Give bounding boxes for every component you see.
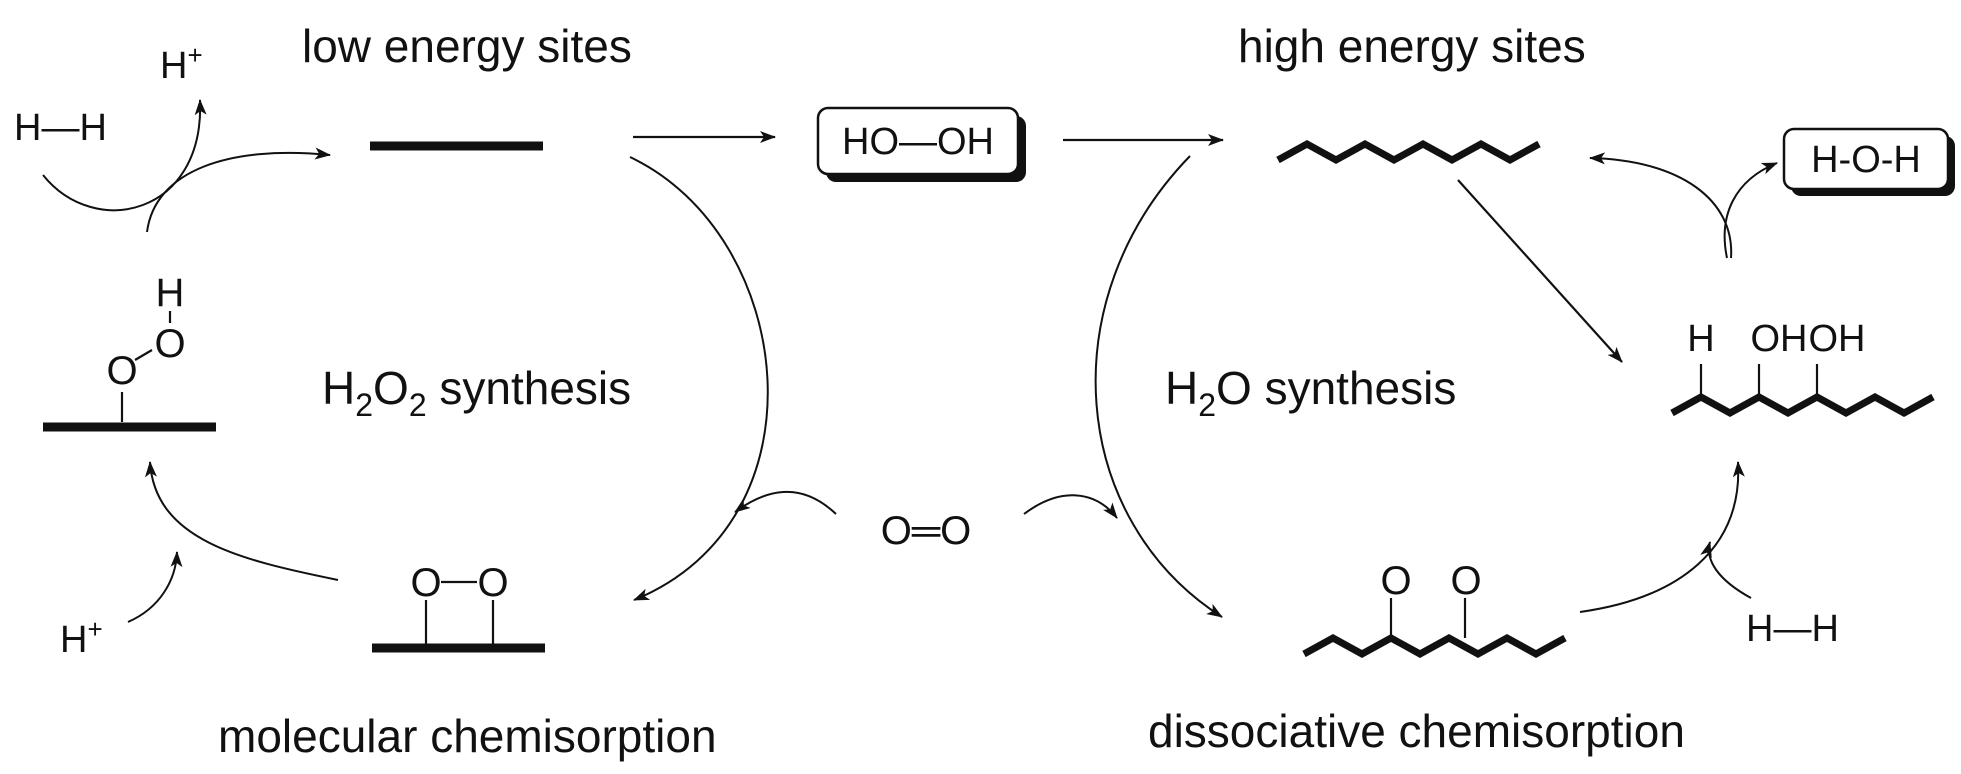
dissociative-to-hydroxyl-arc xyxy=(1579,461,1745,613)
water-release-arrow xyxy=(1723,162,1778,259)
adsorbed-o1: O xyxy=(410,561,441,605)
water-molecule: H-O-H xyxy=(1811,139,1921,181)
dissociative-chemisorption-label: dissociative chemisorption xyxy=(1148,705,1685,757)
hooh-box xyxy=(816,106,1020,176)
dissociated-o2: O xyxy=(1450,559,1481,603)
ooh-oo-bond xyxy=(134,349,153,361)
h2-right-arrow xyxy=(1700,541,1752,599)
o2-to-molecular-arrow xyxy=(734,491,837,515)
ooh-oh-o: O xyxy=(154,322,185,366)
h2o2-cycle-arc xyxy=(629,156,769,601)
hydroxylated-surface xyxy=(1670,393,1935,417)
h2-split-arrow xyxy=(42,99,207,212)
surface-h: H xyxy=(1687,318,1714,360)
ooh-to-low-energy-arrow xyxy=(146,147,331,233)
hydrogen-peroxide: HO—OH xyxy=(842,121,994,163)
oxygen-molecule: O═O xyxy=(881,509,972,553)
adsorbed-o2: O xyxy=(477,561,508,605)
proton-top: H+ xyxy=(160,40,203,87)
hydroxyl-to-high-energy-arrow xyxy=(1589,152,1733,259)
o2-to-dissociative-arrow xyxy=(1023,494,1118,519)
water-box xyxy=(1782,127,1950,191)
high-energy-sites-heading: high energy sites xyxy=(1238,20,1586,72)
h2-molecule-right: H—H xyxy=(1746,608,1839,650)
proton-arrow xyxy=(127,551,183,623)
ooh-o: O xyxy=(106,349,137,393)
h2o2-synthesis-label: H2O2 synthesis xyxy=(322,362,631,423)
protonation-arc xyxy=(144,461,339,581)
surface-oh2: OH xyxy=(1809,318,1866,360)
molecular-chemisorption-label: molecular chemisorption xyxy=(218,710,717,762)
surface-oh1: OH xyxy=(1751,318,1808,360)
high-energy-surface xyxy=(1276,140,1541,164)
h2-molecule-left: H—H xyxy=(14,107,107,149)
h2o-cycle-arc xyxy=(1094,155,1223,618)
low-energy-sites-heading: low energy sites xyxy=(302,20,632,72)
dissociative-surface xyxy=(1302,634,1567,658)
high-energy-to-hydroxyl-arrow xyxy=(1457,179,1623,363)
h2o-synthesis-label: H2O synthesis xyxy=(1165,362,1456,423)
ooh-oh-h: H xyxy=(156,271,185,315)
dissociated-o1: O xyxy=(1380,559,1411,603)
proton-bottom: H+ xyxy=(60,614,103,661)
